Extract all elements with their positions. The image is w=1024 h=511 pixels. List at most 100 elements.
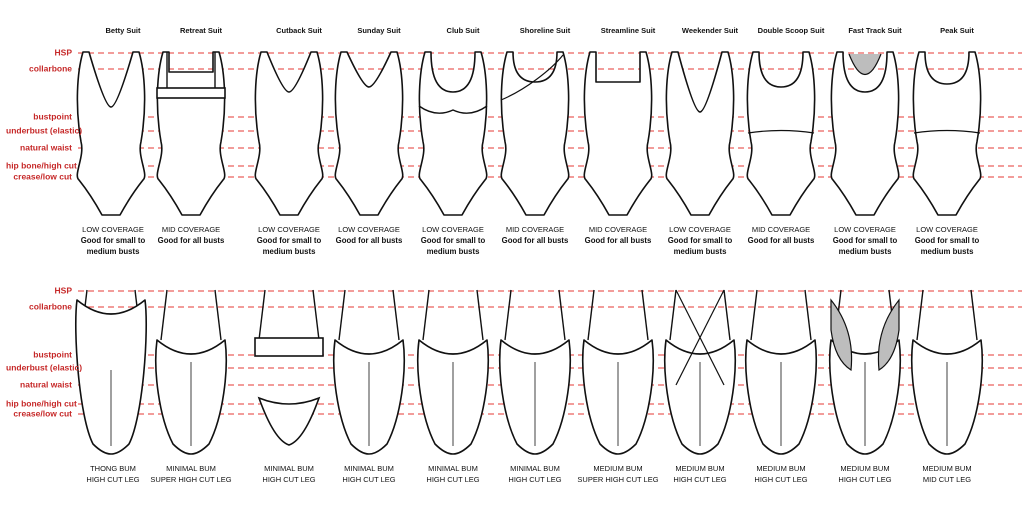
bottom-row-guide-label: bustpoint — [33, 349, 72, 360]
suit-front-10 — [912, 51, 982, 216]
bust-fit-label: medium busts — [426, 247, 480, 256]
leg-label: SUPER HIGH CUT LEG — [577, 475, 659, 484]
bottom-row-guide-label: hip bone/high cut — [6, 398, 77, 409]
suit-front-1 — [156, 51, 226, 216]
bottom-row-guide-label: natural waist — [20, 379, 72, 390]
bum-label: MINIMAL BUM — [344, 464, 394, 473]
suit-back-6 — [581, 289, 655, 455]
bum-label: MEDIUM BUM — [593, 464, 643, 473]
bust-fit-label: Good for all busts — [157, 236, 225, 245]
suit-name: Club Suit — [446, 26, 480, 35]
bum-label: MEDIUM BUM — [922, 464, 972, 473]
suit-name: Peak Suit — [940, 26, 974, 35]
leg-label: HIGH CUT LEG — [342, 475, 396, 484]
leg-label: MID CUT LEG — [922, 475, 972, 484]
bust-fit-label: medium busts — [262, 247, 316, 256]
fit-caption: LOW COVERAGE Good for small to medium bust… — [81, 224, 146, 257]
suit-name: Double Scoop Suit — [757, 26, 825, 35]
suit-front-2 — [254, 51, 324, 216]
top-row-guide-label: bustpoint — [33, 111, 72, 122]
suit-back-9 — [828, 289, 902, 455]
back-caption: MEDIUM BUM MID CUT LEG — [922, 463, 971, 485]
top-row-guide-label: HSP — [54, 47, 72, 58]
top-row-guide-label: crease/low cut — [13, 171, 72, 182]
top-row-guide-label: hip bone/high cut — [6, 160, 77, 171]
coverage-label: LOW COVERAGE — [422, 225, 484, 234]
back-caption: MEDIUM BUM HIGH CUT LEG — [838, 463, 891, 485]
suit-front-0 — [76, 51, 146, 216]
suit-name: Shoreline Suit — [519, 26, 571, 35]
leg-label: SUPER HIGH CUT LEG — [150, 475, 232, 484]
back-caption: MINIMAL BUM HIGH CUT LEG — [508, 463, 561, 485]
suit-name: Weekender Suit — [681, 26, 739, 35]
bottom-row-guide-label: HSP — [54, 285, 72, 296]
leg-label: HIGH CUT LEG — [426, 475, 480, 484]
fit-caption: MID COVERAGE Good for all busts — [585, 224, 652, 246]
suit-front-6 — [583, 51, 653, 216]
back-caption: MEDIUM BUM SUPER HIGH CUT LEG — [577, 463, 658, 485]
suit-name: Betty Suit — [105, 26, 141, 35]
leg-label: HIGH CUT LEG — [754, 475, 808, 484]
leg-label: HIGH CUT LEG — [86, 475, 140, 484]
bottom-row-guide-label: collarbone — [29, 301, 72, 312]
suit-back-8 — [744, 289, 818, 455]
bust-fit-label: Good for all busts — [501, 236, 569, 245]
bust-fit-label: Good for all busts — [584, 236, 652, 245]
leg-label: HIGH CUT LEG — [673, 475, 727, 484]
bust-fit-label: Good for all busts — [335, 236, 403, 245]
bust-fit-label: Good for small to — [914, 236, 980, 245]
bust-fit-label: Good for small to — [420, 236, 486, 245]
suit-back-2 — [254, 289, 324, 446]
bottom-row-guide-label: crease/low cut — [13, 408, 72, 419]
fit-caption: LOW COVERAGE Good for small to medium bust… — [833, 224, 898, 257]
back-caption: MINIMAL BUM HIGH CUT LEG — [262, 463, 315, 485]
bum-label: MINIMAL BUM — [510, 464, 560, 473]
bum-label: MEDIUM BUM — [756, 464, 806, 473]
bust-fit-label: Good for small to — [80, 236, 146, 245]
bust-fit-label: medium busts — [838, 247, 892, 256]
bum-label: MEDIUM BUM — [840, 464, 890, 473]
bust-fit-label: Good for all busts — [747, 236, 815, 245]
bum-label: MINIMAL BUM — [428, 464, 478, 473]
coverage-label: LOW COVERAGE — [82, 225, 144, 234]
coverage-label: LOW COVERAGE — [834, 225, 896, 234]
leg-label: HIGH CUT LEG — [262, 475, 316, 484]
top-row-guide-label: natural waist — [20, 142, 72, 153]
suit-name: Cutback Suit — [276, 26, 322, 35]
fit-caption: MID COVERAGE Good for all busts — [748, 224, 815, 246]
coverage-label: LOW COVERAGE — [338, 225, 400, 234]
leg-label: HIGH CUT LEG — [838, 475, 892, 484]
top-row-guide-label: collarbone — [29, 63, 72, 74]
bust-fit-label: Good for small to — [256, 236, 322, 245]
leg-label: HIGH CUT LEG — [508, 475, 562, 484]
back-caption: MEDIUM BUM HIGH CUT LEG — [754, 463, 807, 485]
suit-front-4 — [418, 51, 488, 216]
bum-label: THONG BUM — [90, 464, 136, 473]
top-row-guide-label: underbust (elastic) — [6, 125, 83, 136]
bust-fit-label: medium busts — [920, 247, 974, 256]
coverage-label: MID COVERAGE — [588, 225, 648, 234]
suit-back-4 — [416, 289, 490, 455]
suit-back-1 — [154, 289, 228, 455]
suit-back-5 — [498, 289, 572, 455]
bum-label: MINIMAL BUM — [264, 464, 314, 473]
suit-name: Sunday Suit — [357, 26, 401, 35]
suit-front-5 — [500, 51, 570, 216]
suit-front-8 — [746, 51, 816, 216]
fit-caption: LOW COVERAGE Good for small to medium bust… — [915, 224, 980, 257]
bust-fit-label: medium busts — [673, 247, 727, 256]
suit-front-9 — [830, 51, 900, 216]
bust-fit-label: Good for small to — [832, 236, 898, 245]
coverage-label: LOW COVERAGE — [669, 225, 731, 234]
bust-fit-label: medium busts — [86, 247, 140, 256]
coverage-label: MID COVERAGE — [751, 225, 811, 234]
suit-front-3 — [334, 51, 404, 216]
coverage-label: LOW COVERAGE — [916, 225, 978, 234]
suit-back-3 — [332, 289, 406, 455]
